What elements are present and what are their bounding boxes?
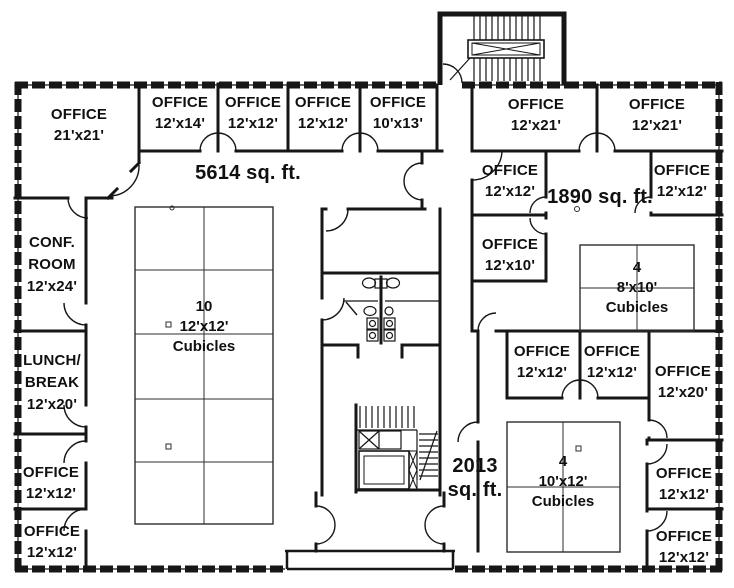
room-label-office-12x12-top-a: OFFICE 12'x12' [225, 92, 281, 134]
cubicle-word: Cubicles [531, 493, 595, 510]
room-name: OFFICE [583, 343, 641, 360]
restroom-fixtures [344, 277, 440, 342]
suite-area-label-2013: 2013 sq. ft. [448, 454, 503, 502]
room-size: 12'x10' [484, 257, 536, 274]
entry-vestibule [285, 549, 455, 571]
room-size: 12'x14' [154, 115, 206, 132]
room-size: 12'x12' [658, 549, 710, 566]
cubicles-label-4-8x10: 4 8'x10' Cubicles [606, 258, 669, 318]
room-size: 12'x12' [227, 115, 279, 132]
cubicle-size: 8'x10' [616, 279, 658, 296]
cubicle-size: 12'x12' [179, 318, 229, 335]
stairs-top-icon [449, 16, 545, 81]
room-size: 12'x21' [631, 117, 683, 134]
room-size: 12'x12' [656, 183, 708, 200]
room-size: 12'x20' [657, 384, 709, 401]
area-value: 2013 [452, 455, 498, 477]
cubicle-count: 4 [558, 453, 568, 470]
room-name: OFFICE [481, 162, 539, 179]
room-label-office-21x21: OFFICE 21'x21' [51, 104, 107, 146]
room-label-office-12x21-b: OFFICE 12'x21' [629, 94, 685, 136]
cubicle-count: 10 [195, 298, 213, 315]
exterior-walls [14, 81, 723, 573]
room-size: 21'x21' [53, 127, 105, 144]
room-name: BREAK [24, 374, 80, 391]
room-label-office-12x12-se-d: OFFICE 12'x12' [656, 526, 712, 568]
room-size: 12'x24' [26, 278, 78, 295]
room-name: OFFICE [50, 106, 108, 123]
room-name: OFFICE [224, 94, 282, 111]
room-size: 12'x12' [297, 115, 349, 132]
room-label-office-12x12-ne-a: OFFICE 12'x12' [482, 160, 538, 202]
cubicle-word: Cubicles [172, 338, 236, 355]
cubicle-grid-10 [134, 205, 274, 525]
cubicles-label-10-12x12: 10 12'x12' Cubicles [173, 297, 236, 357]
room-name: LUNCH/ [23, 352, 81, 369]
room-label-conf-room: CONF. ROOM 12'x24' [27, 232, 77, 298]
room-size: 12'x21' [510, 117, 562, 134]
room-label-office-12x12-se-c: OFFICE 12'x12' [656, 463, 712, 505]
room-label-office-10x13: OFFICE 10'x13' [370, 92, 426, 134]
cubicle-grid-8x10 [574, 206, 695, 332]
room-size: 12'x12' [658, 486, 710, 503]
room-name: ROOM [28, 256, 76, 273]
door-swings [63, 63, 668, 545]
exterior-glazing-lines [15, 82, 722, 572]
room-name: OFFICE [23, 523, 81, 540]
stairs-elevator-core-icon [356, 406, 438, 490]
room-name: OFFICE [655, 465, 713, 482]
room-name: CONF. [29, 234, 75, 251]
area-unit: sq. ft. [447, 479, 503, 501]
suite-area-label-5614: 5614 sq. ft. [195, 162, 301, 184]
room-label-office-12x20: OFFICE 12'x20' [655, 361, 711, 403]
room-name: OFFICE [513, 343, 571, 360]
suite-area-label-1890: 1890 sq. ft. [547, 186, 653, 208]
cubicle-count: 4 [632, 259, 642, 276]
cubicle-grid-10x12 [506, 421, 621, 553]
room-name: OFFICE [481, 236, 539, 253]
room-name: OFFICE [507, 96, 565, 113]
stair-tower-walls [437, 11, 567, 85]
room-name: OFFICE [22, 464, 80, 481]
cubicles-label-4-10x12: 4 10'x12' Cubicles [532, 452, 595, 512]
room-name: OFFICE [655, 528, 713, 545]
room-label-office-12x12-left-b: OFFICE 12'x12' [24, 521, 80, 563]
room-name: OFFICE [369, 94, 427, 111]
room-name: OFFICE [654, 363, 712, 380]
room-size: 12'x12' [586, 364, 638, 381]
room-name: OFFICE [294, 94, 352, 111]
room-label-office-12x12-se-b: OFFICE 12'x12' [584, 341, 640, 383]
room-size: 12'x12' [516, 364, 568, 381]
room-size: 12'x20' [26, 396, 78, 413]
room-size: 12'x12' [484, 183, 536, 200]
room-label-lunch-break: LUNCH/ BREAK 12'x20' [23, 350, 81, 416]
room-size: 12'x12' [25, 485, 77, 502]
room-label-office-12x21-a: OFFICE 12'x21' [508, 94, 564, 136]
room-label-office-12x12-top-b: OFFICE 12'x12' [295, 92, 351, 134]
room-name: OFFICE [151, 94, 209, 111]
room-label-office-12x14: OFFICE 12'x14' [152, 92, 208, 134]
room-name: OFFICE [628, 96, 686, 113]
room-label-office-12x12-ne-b: OFFICE 12'x12' [654, 160, 710, 202]
interior-walls [13, 82, 724, 569]
cubicle-word: Cubicles [605, 299, 669, 316]
room-size: 10'x13' [372, 115, 424, 132]
room-size: 12'x12' [26, 544, 78, 561]
room-label-office-12x12-left-a: OFFICE 12'x12' [23, 462, 79, 504]
room-label-office-12x10: OFFICE 12'x10' [482, 234, 538, 276]
room-name: OFFICE [653, 162, 711, 179]
cubicle-size: 10'x12' [538, 473, 588, 490]
room-label-office-12x12-se-a: OFFICE 12'x12' [514, 341, 570, 383]
